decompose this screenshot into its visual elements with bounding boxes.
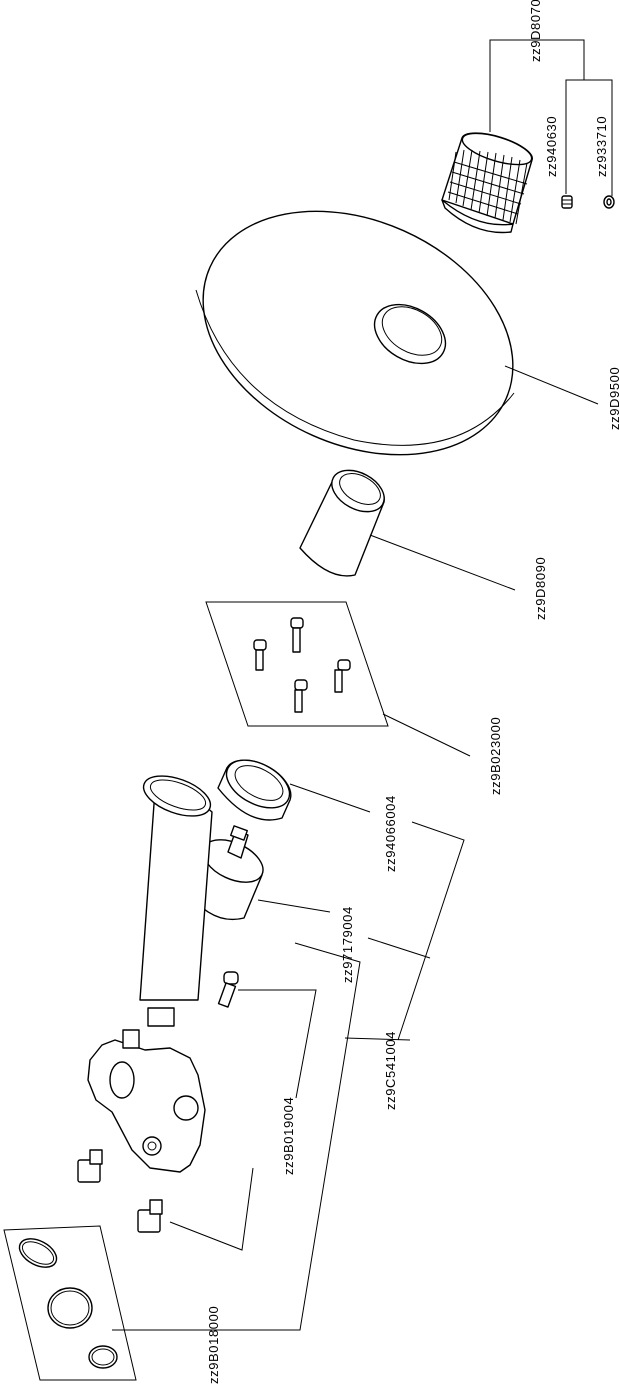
label-set-screw: zz940630 [544,116,559,177]
oring-set-part [3,1225,137,1381]
screw [294,679,308,713]
label-cap-ring: zz933710 [594,116,609,177]
screw [290,617,304,653]
nut-part [217,759,292,821]
check-valve-part [137,1199,163,1233]
label-cover-plate: zz9D9500 [607,367,619,430]
check-valve-part [77,1149,103,1183]
valve-body-bracket-lines [169,989,317,1251]
leader-screw-set [382,713,471,757]
valve-body-part [87,775,213,1173]
leader-cover-plate [504,365,599,405]
label-valve-body: zz9B019004 [281,1097,296,1175]
label-kit: zz9C541004 [383,1031,398,1110]
small-screw-part [217,971,239,1008]
leader-cartridge [257,899,331,913]
knob-bracket-lines [489,39,613,196]
screw [253,639,267,671]
set-screw-part [561,195,573,209]
screw [334,659,351,693]
label-screw-set: zz9B023000 [488,717,503,795]
label-oring-set: zz9B018000 [206,1306,221,1384]
knob-part [441,132,533,234]
screw-set-part [205,601,389,727]
cap-ring-part [603,195,615,209]
cover-plate-part [195,210,515,456]
kit-bracket-lines [112,821,465,1331]
sleeve-part [299,469,385,577]
leader-nut [289,783,371,813]
label-cartridge: zz97179004 [340,906,355,983]
leader-sleeve [369,534,516,591]
label-knob: zz9D8070 [528,0,543,62]
label-nut: zz94066004 [383,795,398,872]
label-sleeve: zz9D8090 [533,557,548,620]
